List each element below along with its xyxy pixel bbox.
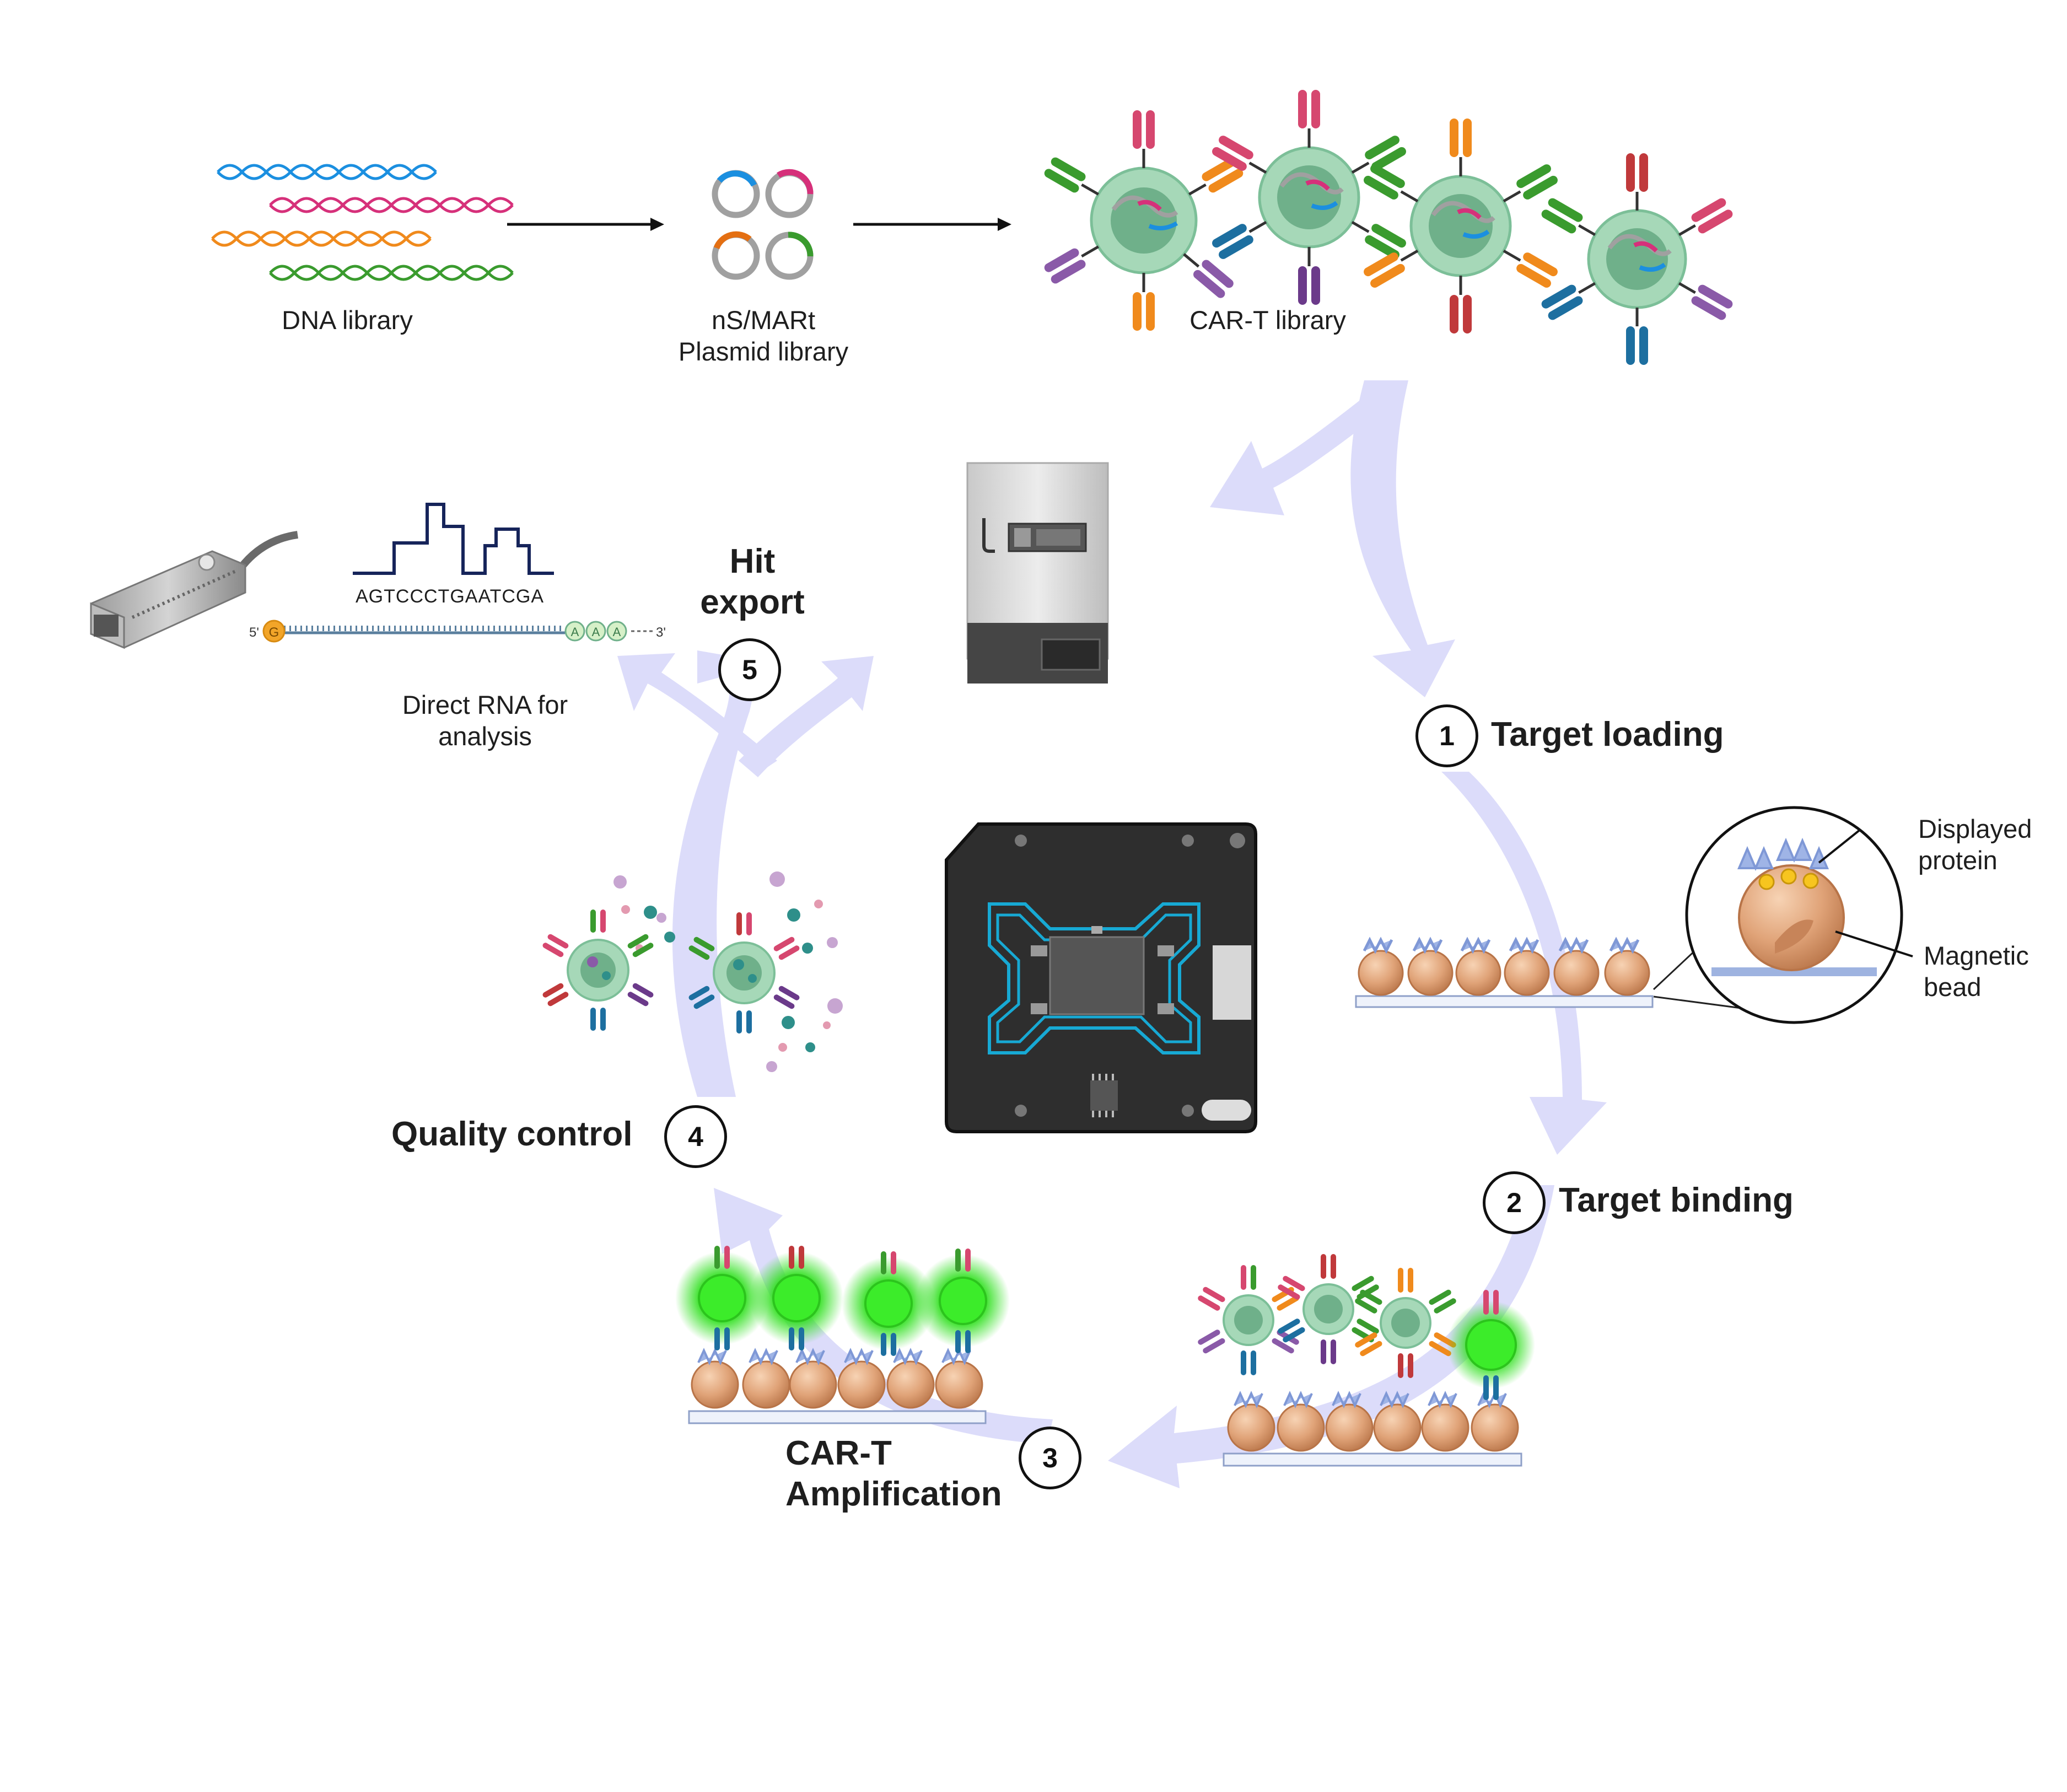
- plasmid-library-rings: [712, 169, 814, 280]
- step-2-badge: 2: [1483, 1171, 1546, 1234]
- magnetic-bead-icon: [1471, 1403, 1519, 1452]
- car-t-cell: [1278, 1254, 1379, 1364]
- magnetic-bead-icon: [789, 1360, 837, 1409]
- activated-car-t-cell: [675, 1246, 769, 1350]
- plasmid-icon: [712, 231, 760, 280]
- magnetic-bead-icon: [886, 1360, 935, 1409]
- car-t-cell: [1044, 110, 1244, 331]
- polya-icon: [606, 621, 627, 642]
- magnetic-bead-icon: [691, 1360, 739, 1409]
- step-4-badge: 4: [664, 1105, 727, 1168]
- step-3-badge: 3: [1019, 1427, 1081, 1489]
- car-t-cell: [1355, 1268, 1456, 1378]
- magnetic-bead-icon: [1553, 937, 1600, 996]
- plasmid-icon: [712, 170, 760, 218]
- cart-library-cells: [1044, 90, 1733, 365]
- car-receptor-icon: [1133, 110, 1155, 168]
- target-loading-bead-row: [1355, 937, 1767, 1013]
- quality-control-scene: [542, 871, 843, 1072]
- magnetic-bead-icon: [1325, 1403, 1374, 1452]
- step-1-label: Target loading: [1491, 715, 1724, 754]
- microfluidic-chip-icon: [945, 822, 1257, 1133]
- activated-car-t-cell: [750, 1246, 843, 1350]
- car-t-cell: [1212, 90, 1406, 305]
- bead-zoom-inset: [1685, 806, 1913, 1024]
- magnetic-bead-icon: [837, 1360, 886, 1409]
- polya-letter: A: [613, 625, 621, 639]
- plasmid-library-label: nS/MARt Plasmid library: [678, 305, 849, 367]
- activated-car-t-cell: [916, 1249, 1010, 1353]
- magnetic-bead-icon: [1604, 937, 1650, 996]
- cap-letter: G: [269, 625, 279, 640]
- dna-library-strands: [211, 164, 514, 281]
- magnetic-bead-icon: [1504, 937, 1550, 996]
- polya-letter: A: [571, 625, 579, 639]
- polya-icon: [585, 621, 606, 642]
- direct-rna-label: Direct RNA for analysis: [402, 690, 568, 751]
- polya-icon: [564, 621, 585, 642]
- cycle-arrow-to-target-loading: [1350, 380, 1455, 697]
- dna-strand-orange: [211, 230, 432, 247]
- dna-strand-magenta: [269, 197, 514, 213]
- rna-sequence-text: AGTCCCTGAATCGA: [356, 586, 545, 607]
- arrow-dna-to-plasmid: [507, 218, 664, 231]
- cycle-arrow-to-freezer: [1210, 386, 1395, 515]
- cart-library-label: CAR-T library: [1189, 305, 1346, 335]
- cycle-arrow-export-left: [617, 653, 777, 772]
- freezer-icon: [966, 462, 1109, 684]
- activated-car-t-cell: [842, 1251, 935, 1356]
- polya-letter: A: [592, 625, 600, 639]
- car-t-cell: [1364, 119, 1558, 333]
- sequencer-device-icon: [90, 531, 299, 649]
- dna-library-label: DNA library: [282, 305, 413, 335]
- dna-strand-green: [269, 265, 514, 281]
- amplification-scene: [675, 1246, 1010, 1424]
- magnetic-bead-icon: [935, 1360, 983, 1409]
- magnetic-bead-icon: [1421, 1403, 1469, 1452]
- magnetic-bead-label: Magnetic bead: [1924, 941, 2029, 1002]
- magnetic-bead-icon: [1358, 937, 1404, 996]
- five-prime-label: 5': [249, 625, 259, 640]
- step-5-badge: 5: [718, 638, 781, 701]
- cycle-arrow-export-right: [739, 656, 874, 777]
- five-prime-cap-icon: [262, 620, 286, 643]
- magnetic-bead-icon: [1227, 1403, 1275, 1452]
- step-4-label: Quality control: [391, 1115, 633, 1153]
- target-binding-scene: [1198, 1254, 1535, 1467]
- plasmid-icon: [765, 232, 814, 280]
- step-3-label: CAR-T Amplification: [785, 1434, 1002, 1514]
- three-prime-label: 3': [656, 625, 666, 640]
- car-t-cell: [542, 910, 654, 1031]
- magnetic-bead-icon: [1373, 1403, 1422, 1452]
- car-t-cell: [688, 912, 800, 1034]
- car-t-cell: [1541, 153, 1733, 365]
- magnetic-bead-icon: [1277, 1403, 1325, 1452]
- cycle-arrow-qc-to-export: [672, 650, 761, 1097]
- magnetic-bead-icon: [1407, 937, 1454, 996]
- step-5-label: Hit export: [700, 542, 805, 622]
- displayed-protein-label: Displayed protein: [1918, 814, 2032, 875]
- activated-car-t-cell: [1447, 1290, 1535, 1400]
- step-2-label: Target binding: [1559, 1181, 1794, 1219]
- arrow-plasmid-to-cart: [853, 218, 1011, 231]
- step-1-badge: 1: [1415, 704, 1478, 767]
- nanopore-signal-trace: [353, 503, 554, 575]
- plasmid-icon: [765, 169, 814, 218]
- magnetic-bead-icon: [1455, 937, 1501, 996]
- dna-strand-blue: [217, 164, 437, 180]
- rna-strand: G A A A 5' 3': [249, 620, 666, 643]
- cycle-arrow-to-target-binding: [1441, 772, 1607, 1155]
